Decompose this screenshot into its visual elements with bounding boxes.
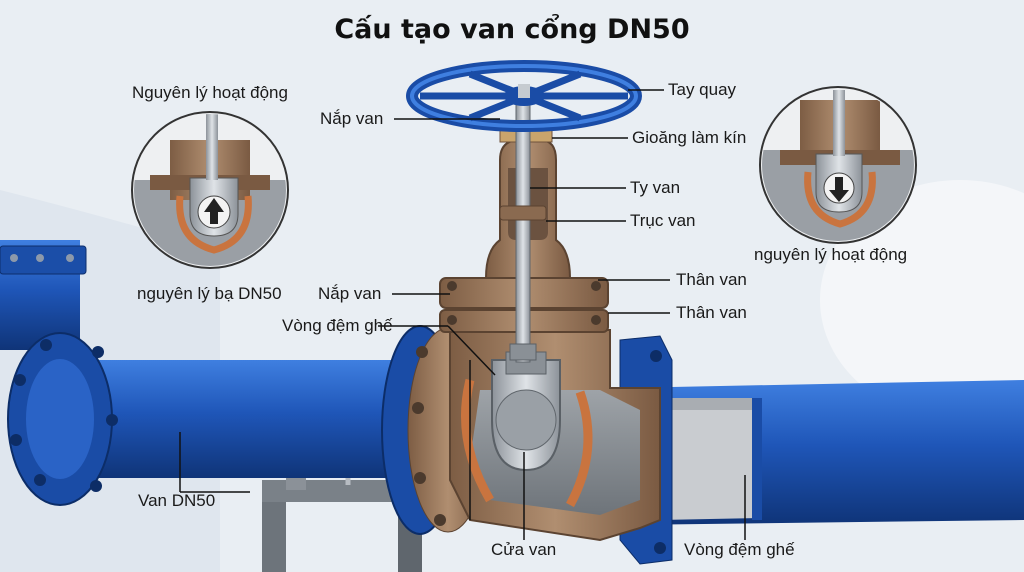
label-cua-van: Cửa van: [491, 540, 557, 559]
right-pipe: [620, 380, 1024, 525]
label-truc-van: Trục van: [630, 211, 696, 230]
page-title: Cấu tạo van cổng DN50: [334, 14, 690, 45]
vertical-pipe: [0, 240, 87, 350]
leader-lines: [179, 89, 746, 540]
valve-stem: [499, 91, 547, 363]
label-van-dn50: Van DN50: [138, 491, 216, 510]
up-arrow-icon: [204, 198, 224, 224]
down-arrow-icon: [829, 177, 849, 202]
label-nap-van-mid: Nắp van: [318, 284, 382, 303]
label-than-van-1: Thân van: [676, 270, 747, 289]
valve-body: [449, 329, 661, 542]
handwheel: [406, 60, 642, 132]
label-inset-left-top: Nguyên lý hoạt động: [132, 83, 288, 102]
background-shape: [820, 180, 1024, 420]
left-pipe: [7, 332, 410, 506]
label-ty-van: Ty van: [630, 178, 681, 197]
label-inset-right-bottom: nguyên lý hoạt động: [754, 245, 908, 264]
label-nap-van-top: Nắp van: [320, 109, 384, 128]
label-tay-quay: Tay quay: [668, 80, 737, 99]
label-than-van-2: Thân van: [676, 303, 747, 322]
label-inset-left-bottom: nguyên lý bạ DN50: [137, 284, 282, 303]
label-vong-dem-ghe-left: Vòng đệm ghế: [282, 316, 393, 335]
label-gioang: Gioăng làm kín: [632, 128, 747, 147]
label-vong-dem-ghe-right: Vòng đệm ghế: [684, 540, 795, 559]
